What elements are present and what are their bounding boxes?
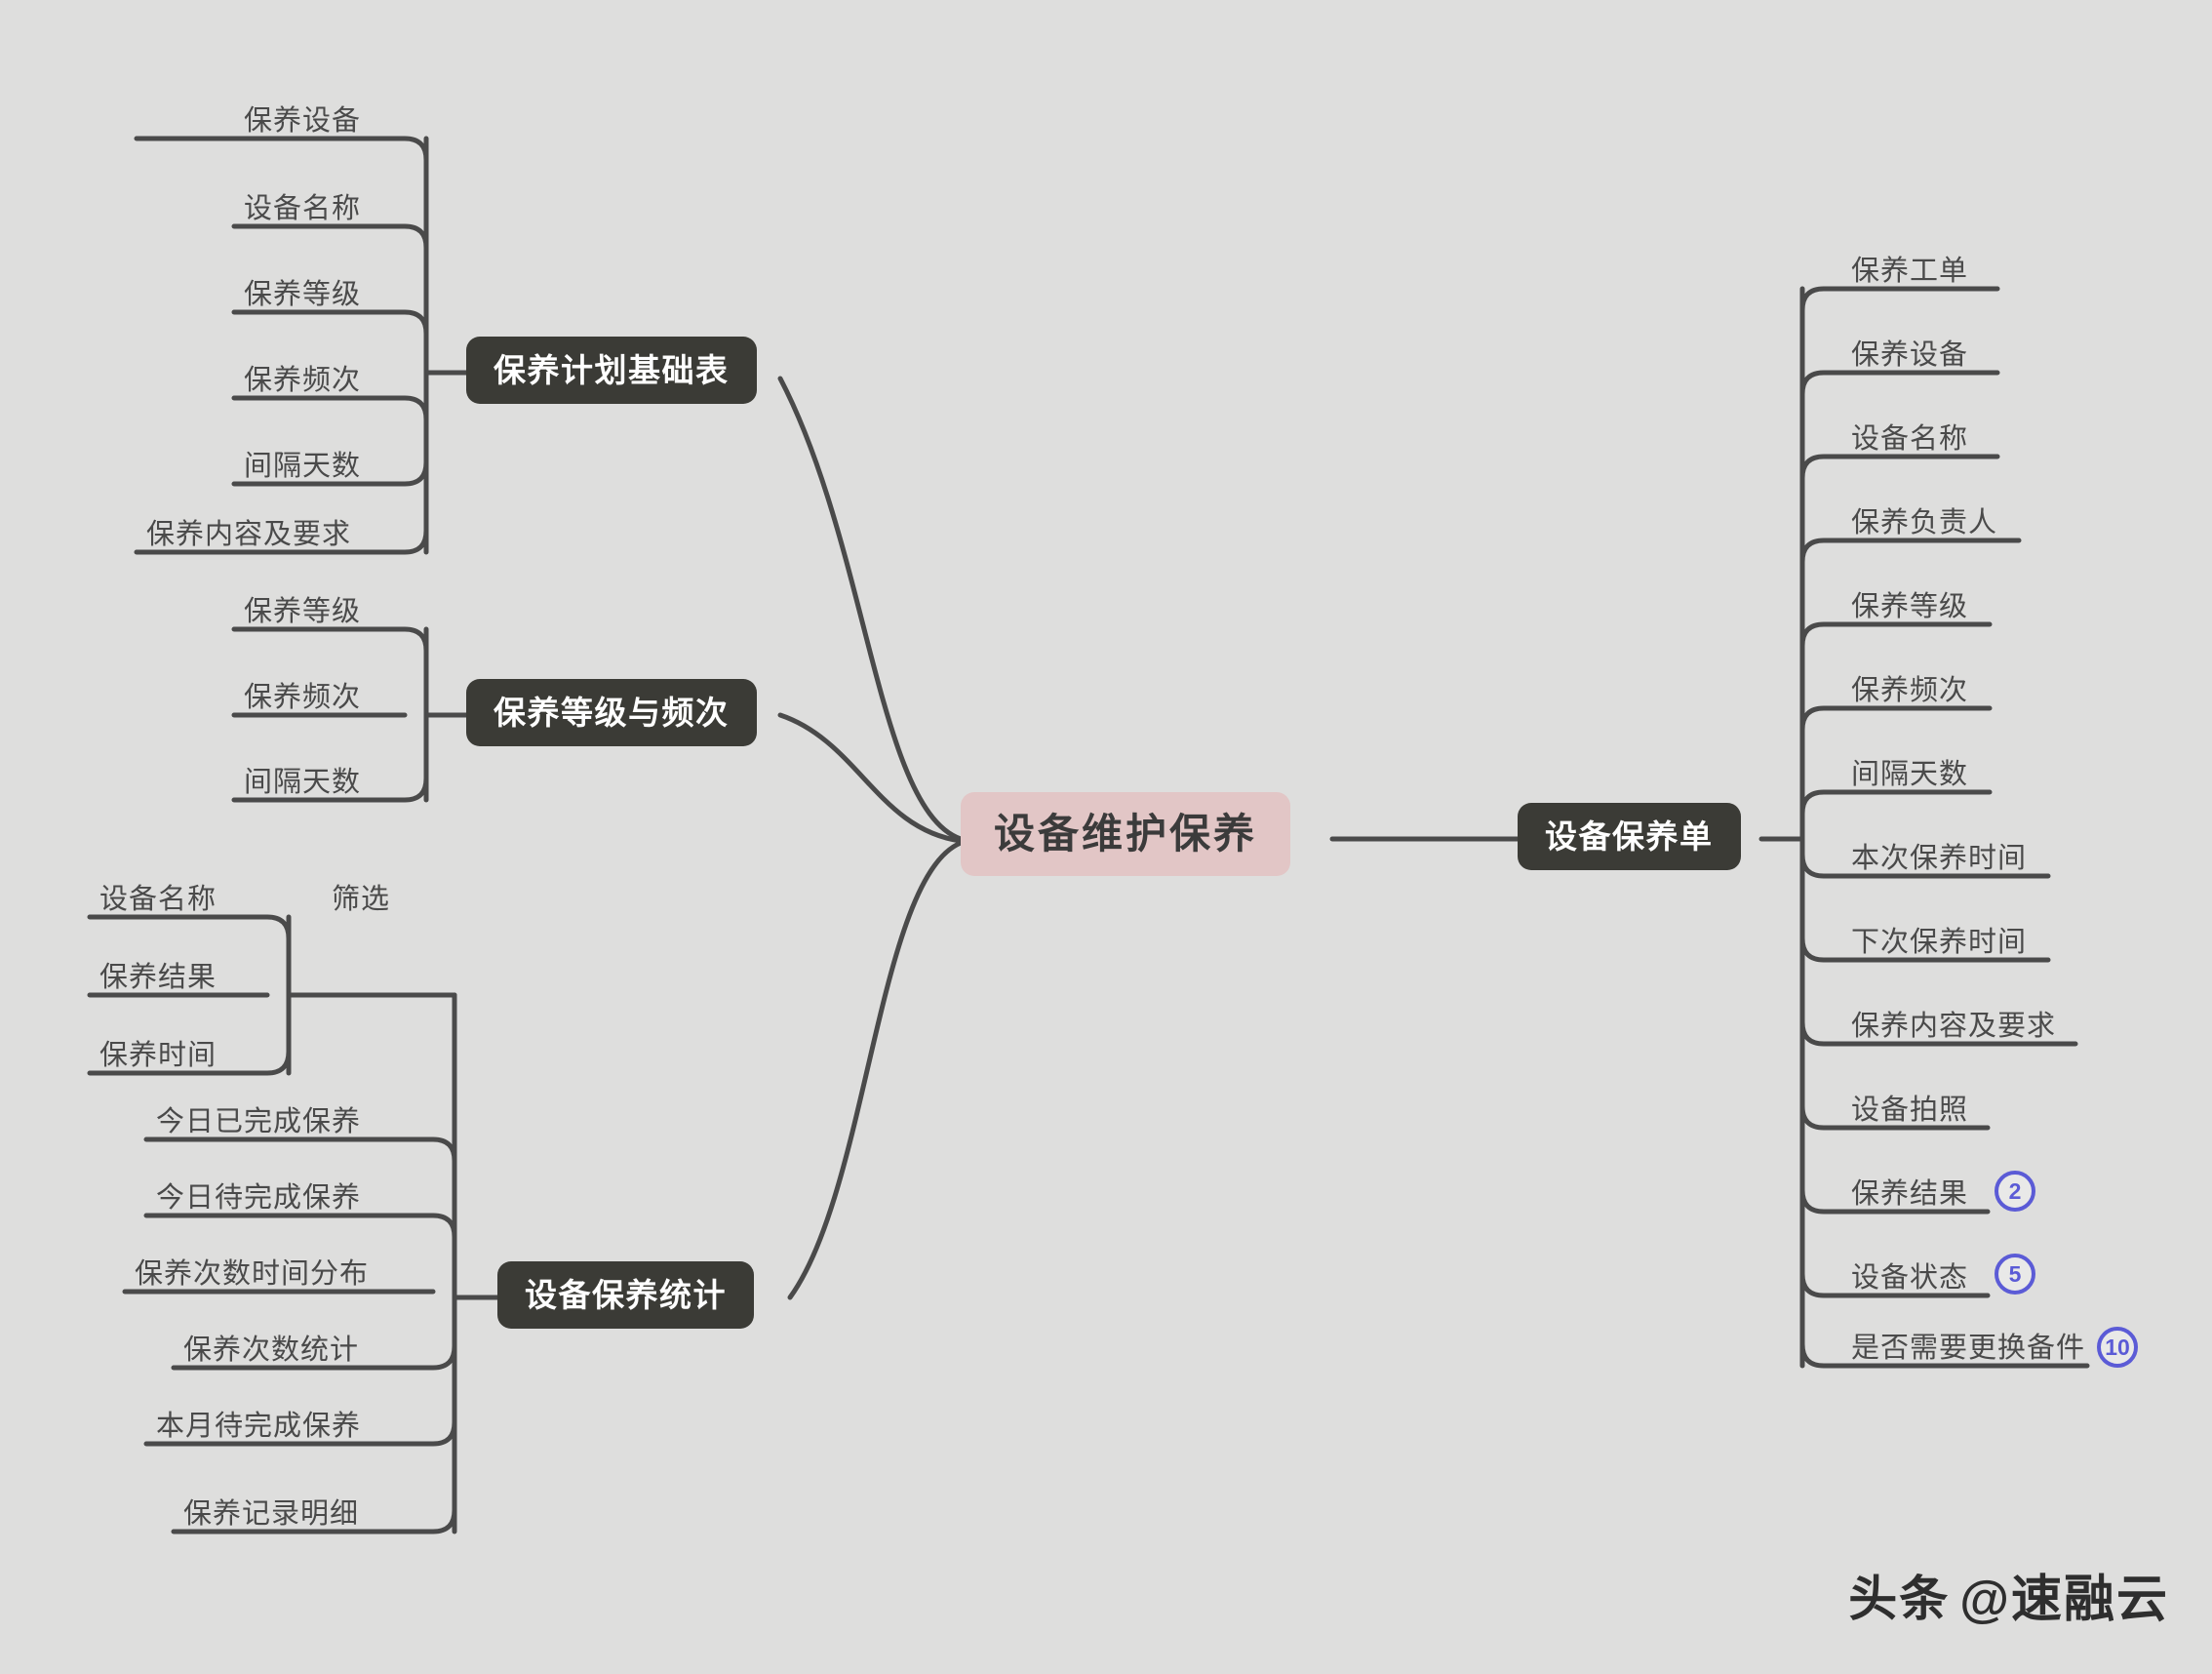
leaf-maintain-order-5[interactable]: 保养频次 <box>1851 675 1969 706</box>
leaf-stats-6[interactable]: 保养记录明细 <box>183 1498 360 1530</box>
leaf-plan-base-4[interactable]: 间隔天数 <box>244 451 362 482</box>
leaf-maintain-order-10[interactable]: 设备拍照 <box>1851 1095 1969 1126</box>
leaf-stats-1[interactable]: 今日已完成保养 <box>156 1106 362 1137</box>
leaf-maintain-order-4[interactable]: 保养等级 <box>1851 591 1969 622</box>
leaf-filter-2[interactable]: 保养时间 <box>99 1040 217 1071</box>
leaf-maintain-order-3[interactable]: 保养负责人 <box>1851 507 1998 538</box>
leaf-plan-base-2[interactable]: 保养等级 <box>244 279 362 310</box>
leaf-plan-base-3[interactable]: 保养频次 <box>244 365 362 396</box>
leaf-level-freq-2[interactable]: 间隔天数 <box>244 767 362 798</box>
leaf-maintain-order-6[interactable]: 间隔天数 <box>1851 759 1969 790</box>
leaf-maintain-order-8[interactable]: 下次保养时间 <box>1851 927 2028 958</box>
badge-count-10: 10 <box>2097 1327 2138 1368</box>
leaf-level-freq-0[interactable]: 保养等级 <box>244 596 362 627</box>
leaf-maintain-order-1[interactable]: 保养设备 <box>1851 339 1969 371</box>
leaf-level-freq-1[interactable]: 保养频次 <box>244 682 362 713</box>
leaf-stats-2[interactable]: 今日待完成保养 <box>156 1182 362 1214</box>
topic-node-maintain-order[interactable]: 设备保养单 <box>1518 803 1741 870</box>
leaf-stats-5[interactable]: 本月待完成保养 <box>156 1411 362 1442</box>
subtopic-filter[interactable]: 筛选 <box>332 884 391 915</box>
topic-node-stats[interactable]: 设备保养统计 <box>497 1261 754 1329</box>
watermark-handle: @速融云 <box>1959 1572 2169 1628</box>
watermark: 头条 @速融云 <box>1848 1558 2169 1631</box>
leaf-plan-base-5[interactable]: 保养内容及要求 <box>146 519 352 550</box>
leaf-maintain-order-0[interactable]: 保养工单 <box>1851 256 1969 287</box>
watermark-platform: 头条 <box>1848 1571 1951 1626</box>
root-node[interactable]: 设备维护保养 <box>961 792 1291 876</box>
leaf-maintain-order-12[interactable]: 设备状态 <box>1851 1262 1969 1294</box>
leaf-plan-base-1[interactable]: 设备名称 <box>244 193 362 224</box>
badge-count-5: 5 <box>1995 1254 2035 1295</box>
leaf-stats-4[interactable]: 保养次数统计 <box>183 1335 360 1366</box>
topic-node-level-freq[interactable]: 保养等级与频次 <box>466 679 757 746</box>
topic-node-plan-base[interactable]: 保养计划基础表 <box>466 337 757 404</box>
leaf-maintain-order-9[interactable]: 保养内容及要求 <box>1851 1011 2057 1042</box>
leaf-maintain-order-2[interactable]: 设备名称 <box>1851 423 1969 455</box>
leaf-maintain-order-11[interactable]: 保养结果 <box>1851 1178 1969 1210</box>
leaf-filter-0[interactable]: 设备名称 <box>99 884 217 915</box>
leaf-stats-3[interactable]: 保养次数时间分布 <box>135 1258 370 1290</box>
leaf-filter-1[interactable]: 保养结果 <box>99 962 217 993</box>
leaf-plan-base-0[interactable]: 保养设备 <box>244 105 362 137</box>
badge-count-2: 2 <box>1995 1171 2035 1212</box>
leaf-maintain-order-7[interactable]: 本次保养时间 <box>1851 843 2028 874</box>
leaf-maintain-order-13[interactable]: 是否需要更换备件 <box>1851 1333 2086 1364</box>
